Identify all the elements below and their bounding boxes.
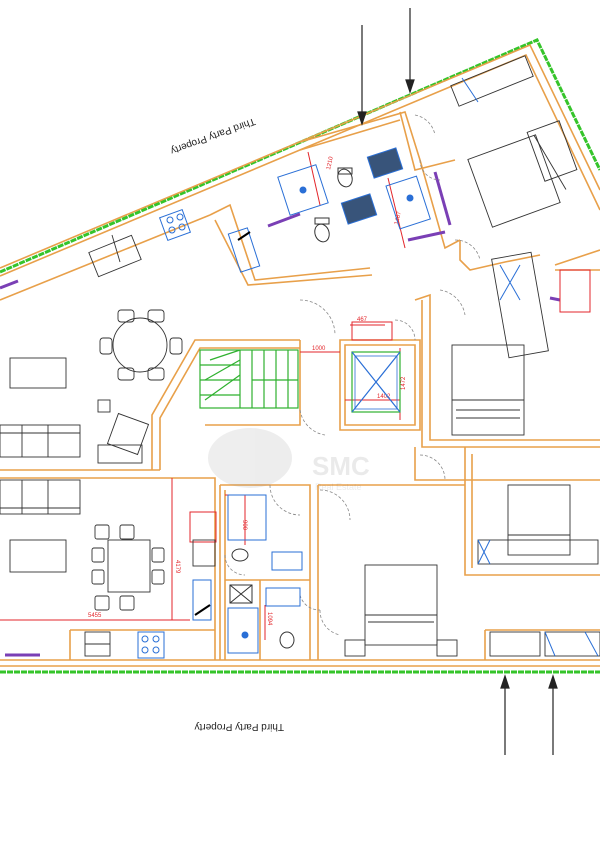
shower-tray-3 bbox=[227, 494, 267, 541]
third-party-label-top: Third Party Property bbox=[169, 115, 257, 156]
dim-1472: 1472 bbox=[401, 376, 407, 390]
shower-tray-1 bbox=[277, 164, 329, 216]
dining-table bbox=[107, 539, 151, 593]
watermark-brand: SMC bbox=[312, 451, 370, 481]
windows bbox=[0, 171, 561, 657]
kitchen-sink-top bbox=[227, 227, 261, 273]
bathroom-fixtures bbox=[192, 147, 431, 654]
dim-1487: 1487 bbox=[394, 210, 403, 225]
lift-shaft bbox=[351, 351, 401, 413]
access-arrows bbox=[357, 8, 558, 755]
dim-900: 900 bbox=[241, 520, 247, 531]
hobs bbox=[137, 208, 192, 659]
staircase bbox=[199, 349, 299, 409]
door-swings bbox=[224, 114, 481, 636]
dimension-lines bbox=[0, 151, 591, 640]
dim-1000: 1000 bbox=[312, 346, 326, 352]
site-boundary bbox=[0, 38, 600, 674]
sofa-bottom bbox=[0, 479, 81, 515]
kitchen-sink-bottom bbox=[192, 579, 212, 621]
outer-walls bbox=[0, 43, 600, 667]
wardrobe-details bbox=[461, 77, 599, 657]
bed-4 bbox=[364, 564, 438, 646]
hob-bottom bbox=[137, 631, 165, 659]
dim-1210: 1210 bbox=[326, 155, 335, 170]
bed-2 bbox=[451, 344, 525, 436]
hob-top bbox=[158, 208, 192, 242]
dim-1402: 1402 bbox=[377, 394, 391, 400]
shower-tray-2 bbox=[385, 175, 431, 230]
bed-3 bbox=[507, 484, 571, 556]
dim-4179: 4179 bbox=[174, 560, 180, 574]
dim-1094: 1094 bbox=[266, 612, 272, 626]
round-table bbox=[112, 317, 168, 373]
bed-1 bbox=[467, 134, 561, 228]
dimension-labels: 1210 1487 467 1000 1402 1472 900 4179 54… bbox=[88, 155, 407, 626]
third-party-label-bottom: Third Party Property bbox=[195, 721, 284, 732]
watermark: SMC Real Estate bbox=[208, 428, 370, 492]
dim-467: 467 bbox=[357, 317, 368, 323]
sofa-top bbox=[0, 424, 81, 458]
dim-5455: 5455 bbox=[88, 613, 102, 619]
furniture bbox=[0, 55, 600, 657]
watermark-subtitle: Real Estate bbox=[315, 482, 362, 492]
